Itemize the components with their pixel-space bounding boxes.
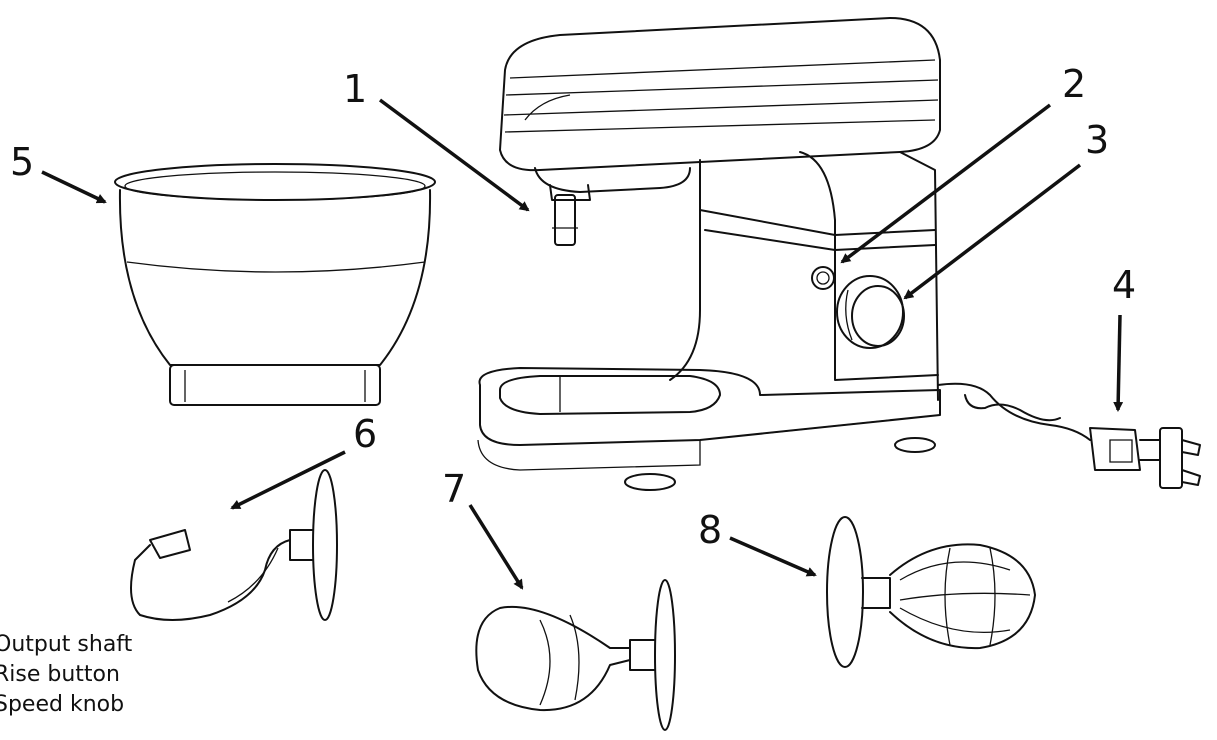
mixing-bowl (114, 163, 436, 406)
arrow-3 (903, 163, 1082, 300)
callout-3: 3 (1085, 118, 1109, 162)
callout-1: 1 (343, 67, 367, 111)
legend-item-speed-knob: Speed knob (0, 692, 125, 717)
callout-5: 5 (10, 140, 34, 184)
callout-arrows (41, 98, 1124, 590)
arrow-1 (378, 98, 530, 212)
arrow-4 (1113, 314, 1124, 412)
callout-2: 2 (1062, 62, 1086, 106)
balloon-whisk (826, 516, 1036, 668)
callout-7: 7 (442, 467, 466, 511)
callout-8: 8 (698, 508, 722, 552)
arrow-5 (41, 170, 107, 204)
callout-6: 6 (353, 412, 377, 456)
arrow-6 (230, 450, 346, 510)
stand-mixer (477, 17, 1201, 491)
parts-legend: Output shaft Rise button Speed knob (0, 630, 254, 720)
arrow-8 (729, 536, 817, 577)
arrow-2 (840, 103, 1052, 264)
flat-beater (475, 579, 676, 731)
legend-item-output-shaft: Output shaft (0, 632, 133, 657)
callout-4: 4 (1112, 263, 1136, 307)
legend-item-rise-button: Rise button (0, 662, 120, 687)
arrow-7 (468, 504, 524, 590)
dough-hook (130, 469, 338, 621)
